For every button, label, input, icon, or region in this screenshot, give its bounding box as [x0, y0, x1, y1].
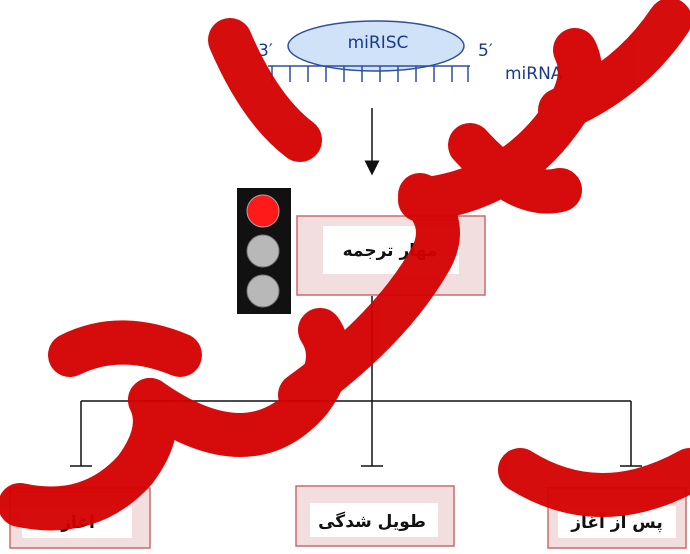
- traffic-light: [237, 188, 291, 314]
- branch-label-elongation: طویل شدگی: [318, 511, 426, 532]
- mirisc-label: miRISC: [348, 33, 409, 53]
- mirna-strand: [268, 65, 470, 82]
- traffic-lamp-bottom: [246, 274, 280, 308]
- branch-box-elongation: طویل شدگی: [295, 485, 455, 547]
- traffic-lamp-middle: [246, 234, 280, 268]
- watermark-logo: [0, 0, 690, 531]
- mirna-label: miRNA: [505, 64, 563, 84]
- traffic-lamp-red: [246, 194, 280, 228]
- five-prime-label: 5′: [478, 41, 493, 61]
- mirisc-complex: [287, 20, 465, 72]
